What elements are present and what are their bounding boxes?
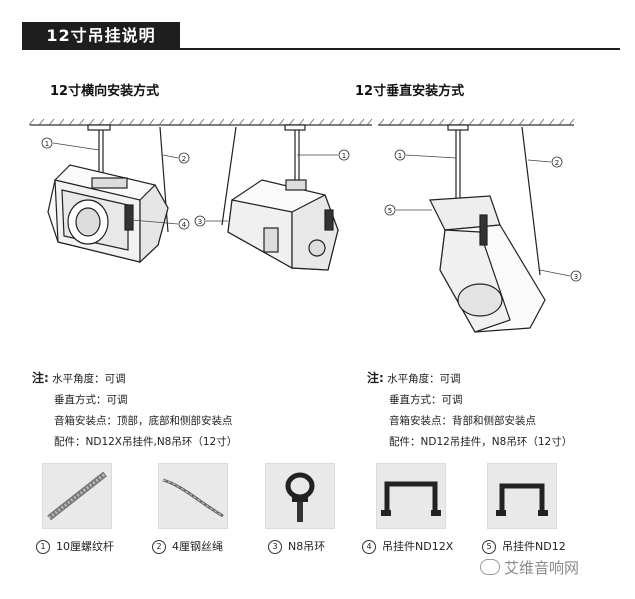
note-line: 音箱安装点：顶部，底部和侧部安装点 xyxy=(54,415,233,427)
svg-text:3: 3 xyxy=(198,218,202,226)
note-line: 垂直方式：可调 xyxy=(389,394,463,406)
callout-1-a: 1 xyxy=(41,137,100,151)
svg-text:2: 2 xyxy=(182,155,186,163)
note-line: 配件：ND12吊挂件，N8吊环（12寸） xyxy=(389,436,573,448)
callout-2-c: 2 xyxy=(527,156,563,168)
svg-text:1: 1 xyxy=(342,152,346,160)
eye-bolt-icon xyxy=(265,463,335,529)
horizontal-mount-heading: 12寸横向安装方式 xyxy=(50,84,160,99)
notes-colon: : xyxy=(379,371,384,385)
svg-text:2: 2 xyxy=(555,159,559,167)
svg-text:5: 5 xyxy=(388,207,392,215)
svg-text:4: 4 xyxy=(182,221,187,229)
wire-rope-icon xyxy=(158,463,228,529)
note-line: 水平角度：可调 xyxy=(52,373,126,385)
notes-label: 注 xyxy=(32,371,45,385)
callout-3-b: 3 xyxy=(194,215,228,227)
ceiling-left xyxy=(28,118,373,126)
callout-4-a: 4 xyxy=(131,218,190,230)
watermark: 艾维音响网 xyxy=(480,557,579,578)
wechat-icon xyxy=(480,559,500,575)
ceiling-right xyxy=(378,118,575,126)
callout-1-c: 1 xyxy=(394,149,457,161)
notes-vertical: 注: 水平角度：可调 垂直方式：可调 音箱安装点：背部和侧部安装点 配件：ND1… xyxy=(367,368,572,453)
bracket-nd12-icon xyxy=(487,463,557,529)
notes-colon: : xyxy=(44,371,49,385)
note-line: 音箱安装点：背部和侧部安装点 xyxy=(389,415,536,427)
title-underline xyxy=(180,48,620,50)
callout-1-b: 1 xyxy=(297,149,350,161)
callout-2-a: 2 xyxy=(162,152,190,164)
mounting-diagram: 1 2 4 3 1 1 2 5 3 xyxy=(28,118,582,333)
speaker-vertical xyxy=(429,124,546,333)
notes-label: 注 xyxy=(367,371,380,385)
threaded-rod-icon xyxy=(42,463,112,529)
speaker-horizontal-1 xyxy=(47,124,169,264)
note-line: 配件：ND12X吊挂件,N8吊环（12寸） xyxy=(54,436,238,448)
callout-3-c: 3 xyxy=(539,269,582,282)
svg-text:1: 1 xyxy=(398,152,402,160)
note-line: 水平角度：可调 xyxy=(387,373,461,385)
bracket-nd12x-icon xyxy=(376,463,446,529)
svg-text:3: 3 xyxy=(574,273,578,281)
speaker-horizontal-2 xyxy=(221,124,339,271)
page-title: 12寸吊挂说明 xyxy=(22,22,180,50)
note-line: 垂直方式：可调 xyxy=(54,394,128,406)
vertical-mount-heading: 12寸垂直安装方式 xyxy=(355,84,465,99)
svg-text:1: 1 xyxy=(45,140,49,148)
callout-5-c: 5 xyxy=(384,204,432,216)
notes-horizontal: 注: 水平角度：可调 垂直方式：可调 音箱安装点：顶部，底部和侧部安装点 配件：… xyxy=(32,368,237,453)
